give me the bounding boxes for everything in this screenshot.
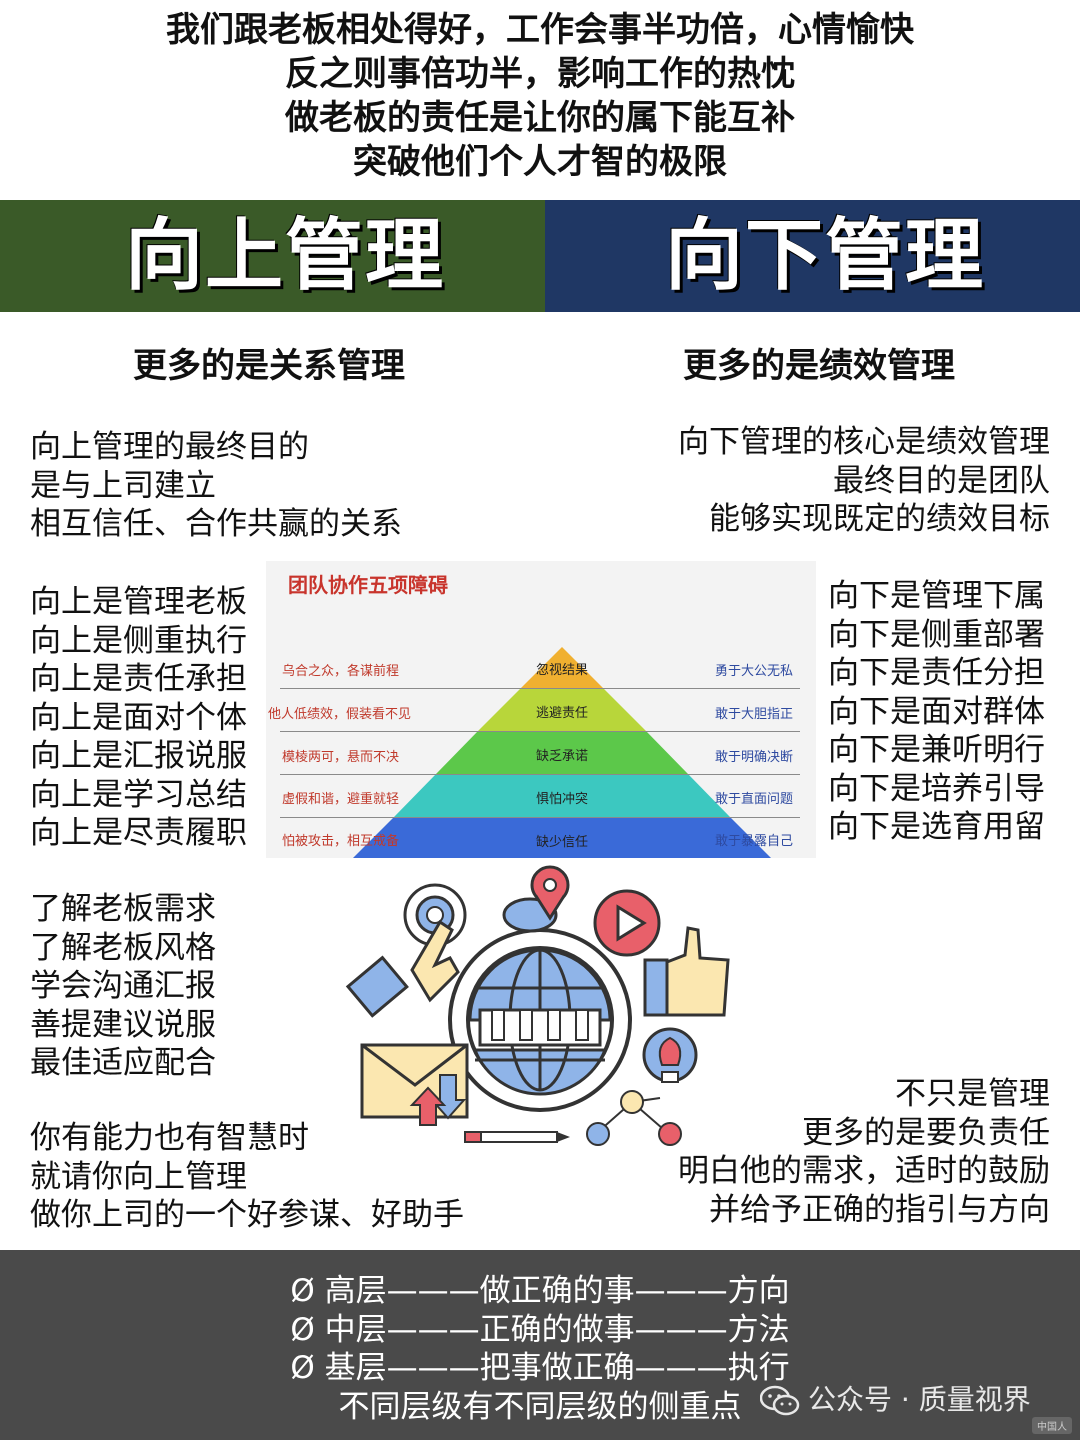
footer-line: Ø 中层———正确的做事———方法 (290, 1311, 790, 1348)
downward-purpose-line: 能够实现既定的绩效目标 (709, 501, 1050, 537)
intro-line: 做老板的责任是让你的属下能互补 (285, 98, 795, 138)
pyramid-left-label: 模棱两可，悬而不决 (282, 750, 400, 765)
downward-point: 向下是培养引导 (828, 770, 1045, 807)
pyramid-level-3 (436, 731, 688, 774)
upward-closing-line: 你有能力也有智慧时 (30, 1120, 309, 1156)
pyramid-center-label: 忽视结果 (535, 663, 588, 678)
downward-purpose: 向下管理的核心是绩效管理 最终目的是团队 能够实现既定的绩效目标 (678, 423, 1050, 539)
upward-purpose-line: 向上管理的最终目的 (30, 429, 309, 465)
envelope-icon (360, 1043, 469, 1126)
upward-banner: 向上管理 (0, 200, 545, 312)
upward-subtitle: 更多的是关系管理 (133, 346, 405, 386)
pyramid-right-label: 敢于直面问题 (715, 792, 794, 807)
pyramid-level-4 (394, 774, 730, 817)
downward-points: 向下是管理下属 向下是侧重部署 向下是责任分担 向下是面对群体 向下是兼听明行 … (828, 577, 1045, 847)
pyramid-divider (280, 817, 800, 818)
pyramid-left-label: 虚假和谐，避重就轻 (282, 792, 400, 807)
pyramid-center-label: 逃避责任 (535, 706, 588, 721)
downward-point: 向下是兼听明行 (828, 732, 1045, 768)
downward-purpose-line: 向下管理的核心是绩效管理 (678, 424, 1050, 460)
pyramid-level-1 (521, 647, 603, 688)
upward-point: 向上是侧重执行 (30, 622, 247, 659)
intro-line: 我们跟老板相处得好，工作会事半功倍，心情愉快 (166, 10, 914, 50)
upward-closing-line: 就请你向上管理 (30, 1158, 247, 1195)
downward-purpose-line: 最终目的是团队 (833, 462, 1050, 499)
downward-title: 向下管理 (665, 211, 986, 301)
footer-line: 不同层级有不同层级的侧重点 (338, 1388, 742, 1425)
downward-closing-line: 不只是管理 (895, 1076, 1050, 1112)
team-dysfunction-pyramid: 团队协作五项障碍 乌合之众，各谋前程 他人低绩效，假装看不见 模棱两可，悬而不决… (266, 561, 816, 858)
upward-tip: 善提建议说服 (30, 1006, 216, 1043)
downward-point: 向下是责任分担 (828, 655, 1045, 691)
pyramid-center-label: 惧怕冲突 (535, 792, 588, 807)
downward-closing-line: 更多的是要负责任 (802, 1114, 1050, 1151)
upward-tips: 了解老板需求 了解老板风格 学会沟通汇报 善提建议说服 最佳适应配合 (30, 890, 216, 1083)
upward-tip: 学会沟通汇报 (30, 968, 216, 1004)
upward-tip: 最佳适应配合 (30, 1045, 216, 1081)
pyramid-title: 团队协作五项障碍 (288, 573, 448, 597)
downward-point: 向下是管理下属 (828, 578, 1045, 614)
upward-tip: 了解老板风格 (30, 929, 216, 966)
pyramid-level-2 (478, 688, 646, 731)
pyramid-center-label: 缺乏承诺 (535, 749, 588, 764)
upward-tip: 了解老板需求 (30, 891, 216, 927)
upward-point: 向上是管理老板 (30, 584, 247, 620)
cloud-location-icon (502, 865, 570, 933)
footer-lines: Ø 高层———做正确的事———方向 Ø 中层———正确的做事———方法 Ø 基层… (0, 1272, 1080, 1426)
touch-target-icon (345, 883, 467, 1018)
pyramid-center-label: 缺少信任 (535, 835, 588, 850)
network-nodes-icon (586, 1090, 682, 1146)
upward-point: 向上是尽责履职 (30, 815, 247, 851)
intro-text: 我们跟老板相处得好，工作会事半功倍，心情愉快 反之则事倍功半，影响工作的热忱 做… (0, 8, 1080, 184)
upward-closing-line: 做你上司的一个好参谋、好助手 (30, 1197, 464, 1233)
watermark: 公众号 · 质量视界 (760, 1378, 1031, 1418)
pyramid-left-label: 他人低绩效，假装看不见 (268, 707, 412, 722)
footer-line: Ø 高层———做正确的事———方向 (290, 1273, 790, 1309)
pyramid-right-label: 敢于暴露自己 (715, 834, 794, 849)
downward-closing: 不只是管理 更多的是要负责任 明白他的需求，适时的鼓励 并给予正确的指引与方向 (678, 1075, 1050, 1229)
downward-point: 向下是选育用留 (828, 809, 1045, 845)
downward-subtitle: 更多的是绩效管理 (683, 346, 955, 386)
upward-points: 向上是管理老板 向上是侧重执行 向上是责任承担 向上是面对个体 向上是汇报说服 … (30, 583, 247, 853)
pyramid-divider (280, 688, 800, 689)
downward-closing-line: 并给予正确的指引与方向 (709, 1191, 1050, 1228)
footer-line: Ø 基层———把事做正确———执行 (290, 1350, 790, 1386)
upward-point: 向上是汇报说服 (30, 738, 247, 774)
downward-closing-line: 明白他的需求，适时的鼓励 (678, 1153, 1050, 1189)
pyramid-left-label: 乌合之众，各谋前程 (282, 664, 400, 679)
upward-point: 向上是责任承担 (30, 661, 247, 697)
pyramid-divider (280, 731, 800, 732)
upward-purpose-line: 是与上司建立 (30, 467, 216, 504)
upward-purpose-line: 相互信任、合作共赢的关系 (30, 506, 402, 542)
pyramid-right-label: 勇于大公无私 (715, 664, 794, 679)
intro-line: 反之则事倍功半，影响工作的热忱 (285, 54, 795, 94)
upward-point: 向上是面对个体 (30, 699, 247, 736)
pyramid-left-label: 怕被攻击，相互戒备 (282, 834, 400, 849)
upward-title: 向上管理 (125, 211, 446, 301)
upward-closing: 你有能力也有智慧时 就请你向上管理 做你上司的一个好参谋、好助手 (30, 1119, 464, 1235)
upward-point: 向上是学习总结 (30, 776, 247, 813)
pyramid-shape (353, 647, 771, 858)
downward-point: 向下是侧重部署 (828, 616, 1045, 653)
pyramid-divider (280, 774, 800, 775)
intro-line: 突破他们个人才智的极限 (353, 142, 727, 182)
pyramid-level-5 (353, 817, 771, 858)
pencil-icon (464, 1131, 570, 1143)
pyramid-right-label: 敢于明确决断 (715, 750, 794, 765)
downward-point: 向下是面对群体 (828, 693, 1045, 730)
play-icon (593, 889, 661, 957)
network-illustration (345, 865, 730, 1146)
globe-icon (448, 928, 632, 1112)
corner-tag: 中国人 (1032, 1417, 1072, 1434)
thumbs-up-icon (643, 926, 730, 1017)
wechat-icon (760, 1385, 800, 1416)
downward-banner: 向下管理 (545, 200, 1080, 312)
upward-purpose: 向上管理的最终目的 是与上司建立 相互信任、合作共赢的关系 (30, 428, 402, 544)
light-bulb-icon (642, 1027, 698, 1083)
pyramid-right-label: 敢于大胆指正 (715, 707, 794, 722)
footer-panel: Ø 高层———做正确的事———方向 Ø 中层———正确的做事———方法 Ø 基层… (0, 1250, 1080, 1440)
watermark-text: 公众号 · 质量视界 (808, 1383, 1031, 1416)
